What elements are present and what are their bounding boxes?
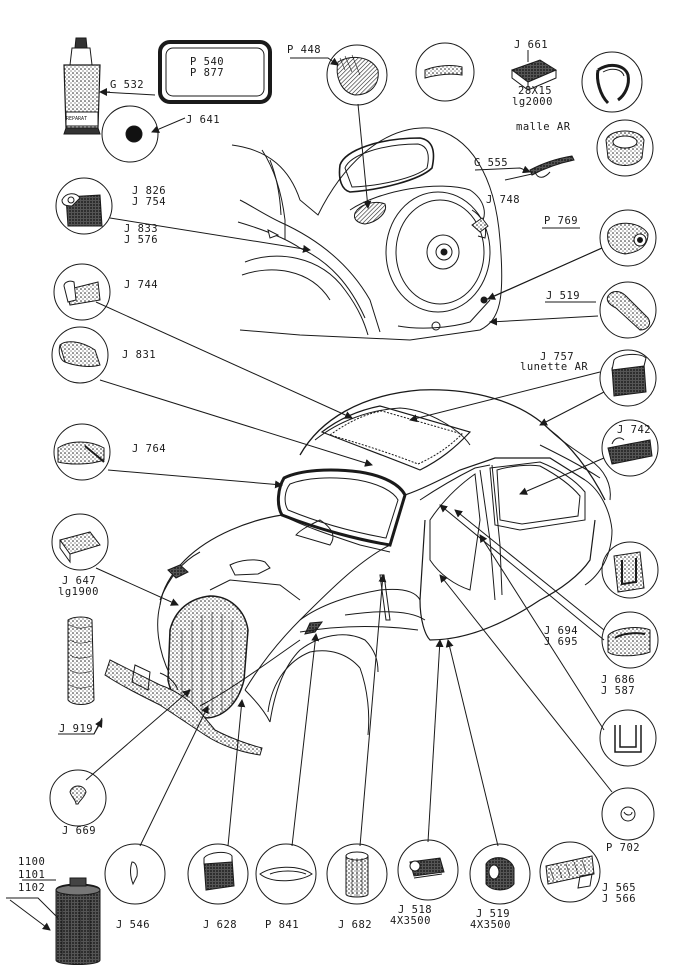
label-p448: P 448 <box>287 44 322 56</box>
label-j647: J 647 <box>62 575 97 587</box>
label-j833: J 833 <box>124 223 159 235</box>
label-j661-dim: 28X15 <box>518 85 553 97</box>
label-g555: G 555 <box>474 157 509 169</box>
label-j754: J 754 <box>132 196 167 208</box>
label-1102: 1102 <box>18 882 46 894</box>
label-j744: J 744 <box>124 279 159 291</box>
label-j831: J 831 <box>122 349 157 361</box>
label-j641: J 641 <box>186 114 221 126</box>
label-j757: J 757 <box>540 351 575 363</box>
main-car-view <box>104 389 613 756</box>
label-j669: J 669 <box>62 825 97 837</box>
label-j519-bottom: J 519 <box>476 908 511 920</box>
g555-strip <box>529 155 575 176</box>
label-p702: P 702 <box>606 842 641 854</box>
label-j519-dim: 4X3500 <box>470 919 511 931</box>
label-j742: J 742 <box>617 424 652 436</box>
rear-window-outline <box>338 137 435 193</box>
label-1100: 1100 <box>18 856 46 868</box>
label-j565: J 565 <box>602 882 637 894</box>
label-j682: J 682 <box>338 919 373 931</box>
label-malle-ar: malle AR <box>516 121 571 133</box>
label-p769: P 769 <box>544 215 579 227</box>
label-j628: J 628 <box>203 919 238 931</box>
side-marker-light <box>167 564 189 579</box>
tube-icon <box>63 37 101 135</box>
label-j647-len: lg1900 <box>58 586 99 598</box>
label-lunette-ar: lunette AR <box>520 361 589 373</box>
label-j519-top: J 519 <box>546 290 581 302</box>
label-p540: P 540 <box>190 56 225 68</box>
sunroof <box>320 405 472 471</box>
label-p841: P 841 <box>265 919 300 931</box>
spare-wheel <box>385 191 491 313</box>
seal-frame-icon <box>158 40 272 104</box>
label-j695: J 695 <box>544 636 579 648</box>
car-roof <box>299 389 606 501</box>
part-icons <box>49 37 659 965</box>
hood <box>159 514 283 606</box>
label-j518: J 518 <box>398 904 433 916</box>
label-p877: P 877 <box>190 67 225 79</box>
label-j919: J 919 <box>59 723 94 735</box>
j661-block <box>510 59 558 83</box>
label-j518-dim: 4X3500 <box>390 915 431 927</box>
j919-strip <box>67 616 95 705</box>
tube-label: REPARAT <box>66 116 88 122</box>
label-j661-len: lg2000 <box>512 96 553 108</box>
label-j546: J 546 <box>116 919 151 931</box>
label-1101: 1101 <box>18 869 46 881</box>
oil-can-icon <box>55 877 101 965</box>
label-j576: J 576 <box>124 234 159 246</box>
leader-lines <box>6 50 613 931</box>
label-j826: J 826 <box>132 185 167 197</box>
label-j694: J 694 <box>544 625 579 637</box>
label-j686: J 686 <box>601 674 636 686</box>
p448-circle <box>326 44 388 106</box>
label-g532: G 532 <box>110 79 145 91</box>
label-j566: J 566 <box>602 893 637 905</box>
label-j661: J 661 <box>514 39 549 51</box>
label-j748: J 748 <box>486 194 521 206</box>
front-bumper <box>104 659 263 756</box>
label-j587: J 587 <box>601 685 636 697</box>
label-j764: J 764 <box>132 443 167 455</box>
rear-car-view <box>231 127 503 341</box>
trunk-handle <box>354 201 387 225</box>
